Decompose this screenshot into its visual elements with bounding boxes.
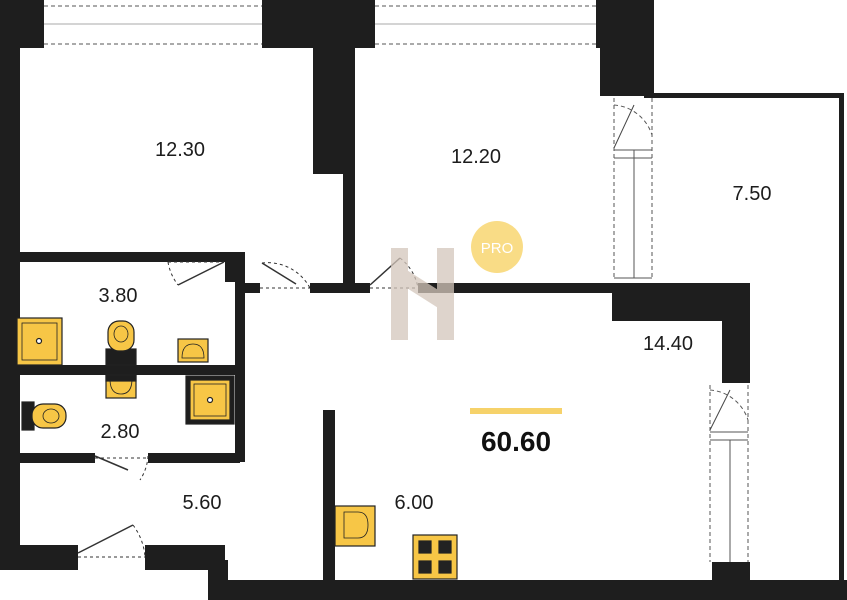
- room-area-7-50: 7.50: [733, 183, 772, 205]
- pro-badge-circle: [471, 221, 523, 273]
- window-top-right: [375, 5, 596, 45]
- door-wc: [94, 455, 149, 481]
- total-area-accent-line: [470, 408, 562, 414]
- shower-tray-icon: [16, 317, 63, 366]
- watermark-logo: [391, 248, 454, 340]
- sink-wc-icon: [105, 374, 137, 399]
- total-area-label: 60.60: [481, 426, 551, 457]
- toilet-icon: [105, 320, 137, 366]
- kitchen-partition: [323, 410, 335, 582]
- door-bathroom: [167, 261, 225, 286]
- door-bedroom-left: [260, 262, 311, 289]
- window-top-left: [44, 5, 262, 45]
- doors: [77, 257, 419, 558]
- room-area-6-00: 6.00: [395, 492, 434, 514]
- watermark: PRO: [391, 221, 523, 340]
- balcony-border-top: [654, 93, 844, 98]
- outer-wall-left: [0, 0, 20, 548]
- room-area-12-30: 12.30: [155, 139, 205, 161]
- fixtures: [16, 317, 458, 580]
- room-labels: 12.30 12.20 7.50 3.80 2.80 5.60 6.00 14.…: [99, 139, 772, 514]
- room-area-3-80: 3.80: [99, 285, 138, 307]
- total-area: 60.60: [470, 408, 562, 457]
- pro-badge-text: PRO: [481, 240, 514, 257]
- room-area-2-80: 2.80: [101, 421, 140, 443]
- balcony-door-upper: [613, 98, 653, 280]
- kitchen-sink-icon: [334, 505, 376, 547]
- room-area-12-20: 12.20: [451, 146, 501, 168]
- door-entrance: [77, 524, 146, 558]
- windows: [44, 5, 749, 562]
- room-area-5-60: 5.60: [183, 492, 222, 514]
- stove-icon: [412, 534, 458, 580]
- balcony-door-lower: [709, 385, 749, 562]
- room-area-14-40: 14.40: [643, 333, 693, 355]
- balcony-border-right: [839, 93, 844, 593]
- toilet-wc-icon: [21, 401, 67, 431]
- pro-badge: PRO: [471, 221, 523, 273]
- sink-bathroom-icon: [177, 338, 209, 363]
- shower-tray-wc-icon: [185, 375, 235, 425]
